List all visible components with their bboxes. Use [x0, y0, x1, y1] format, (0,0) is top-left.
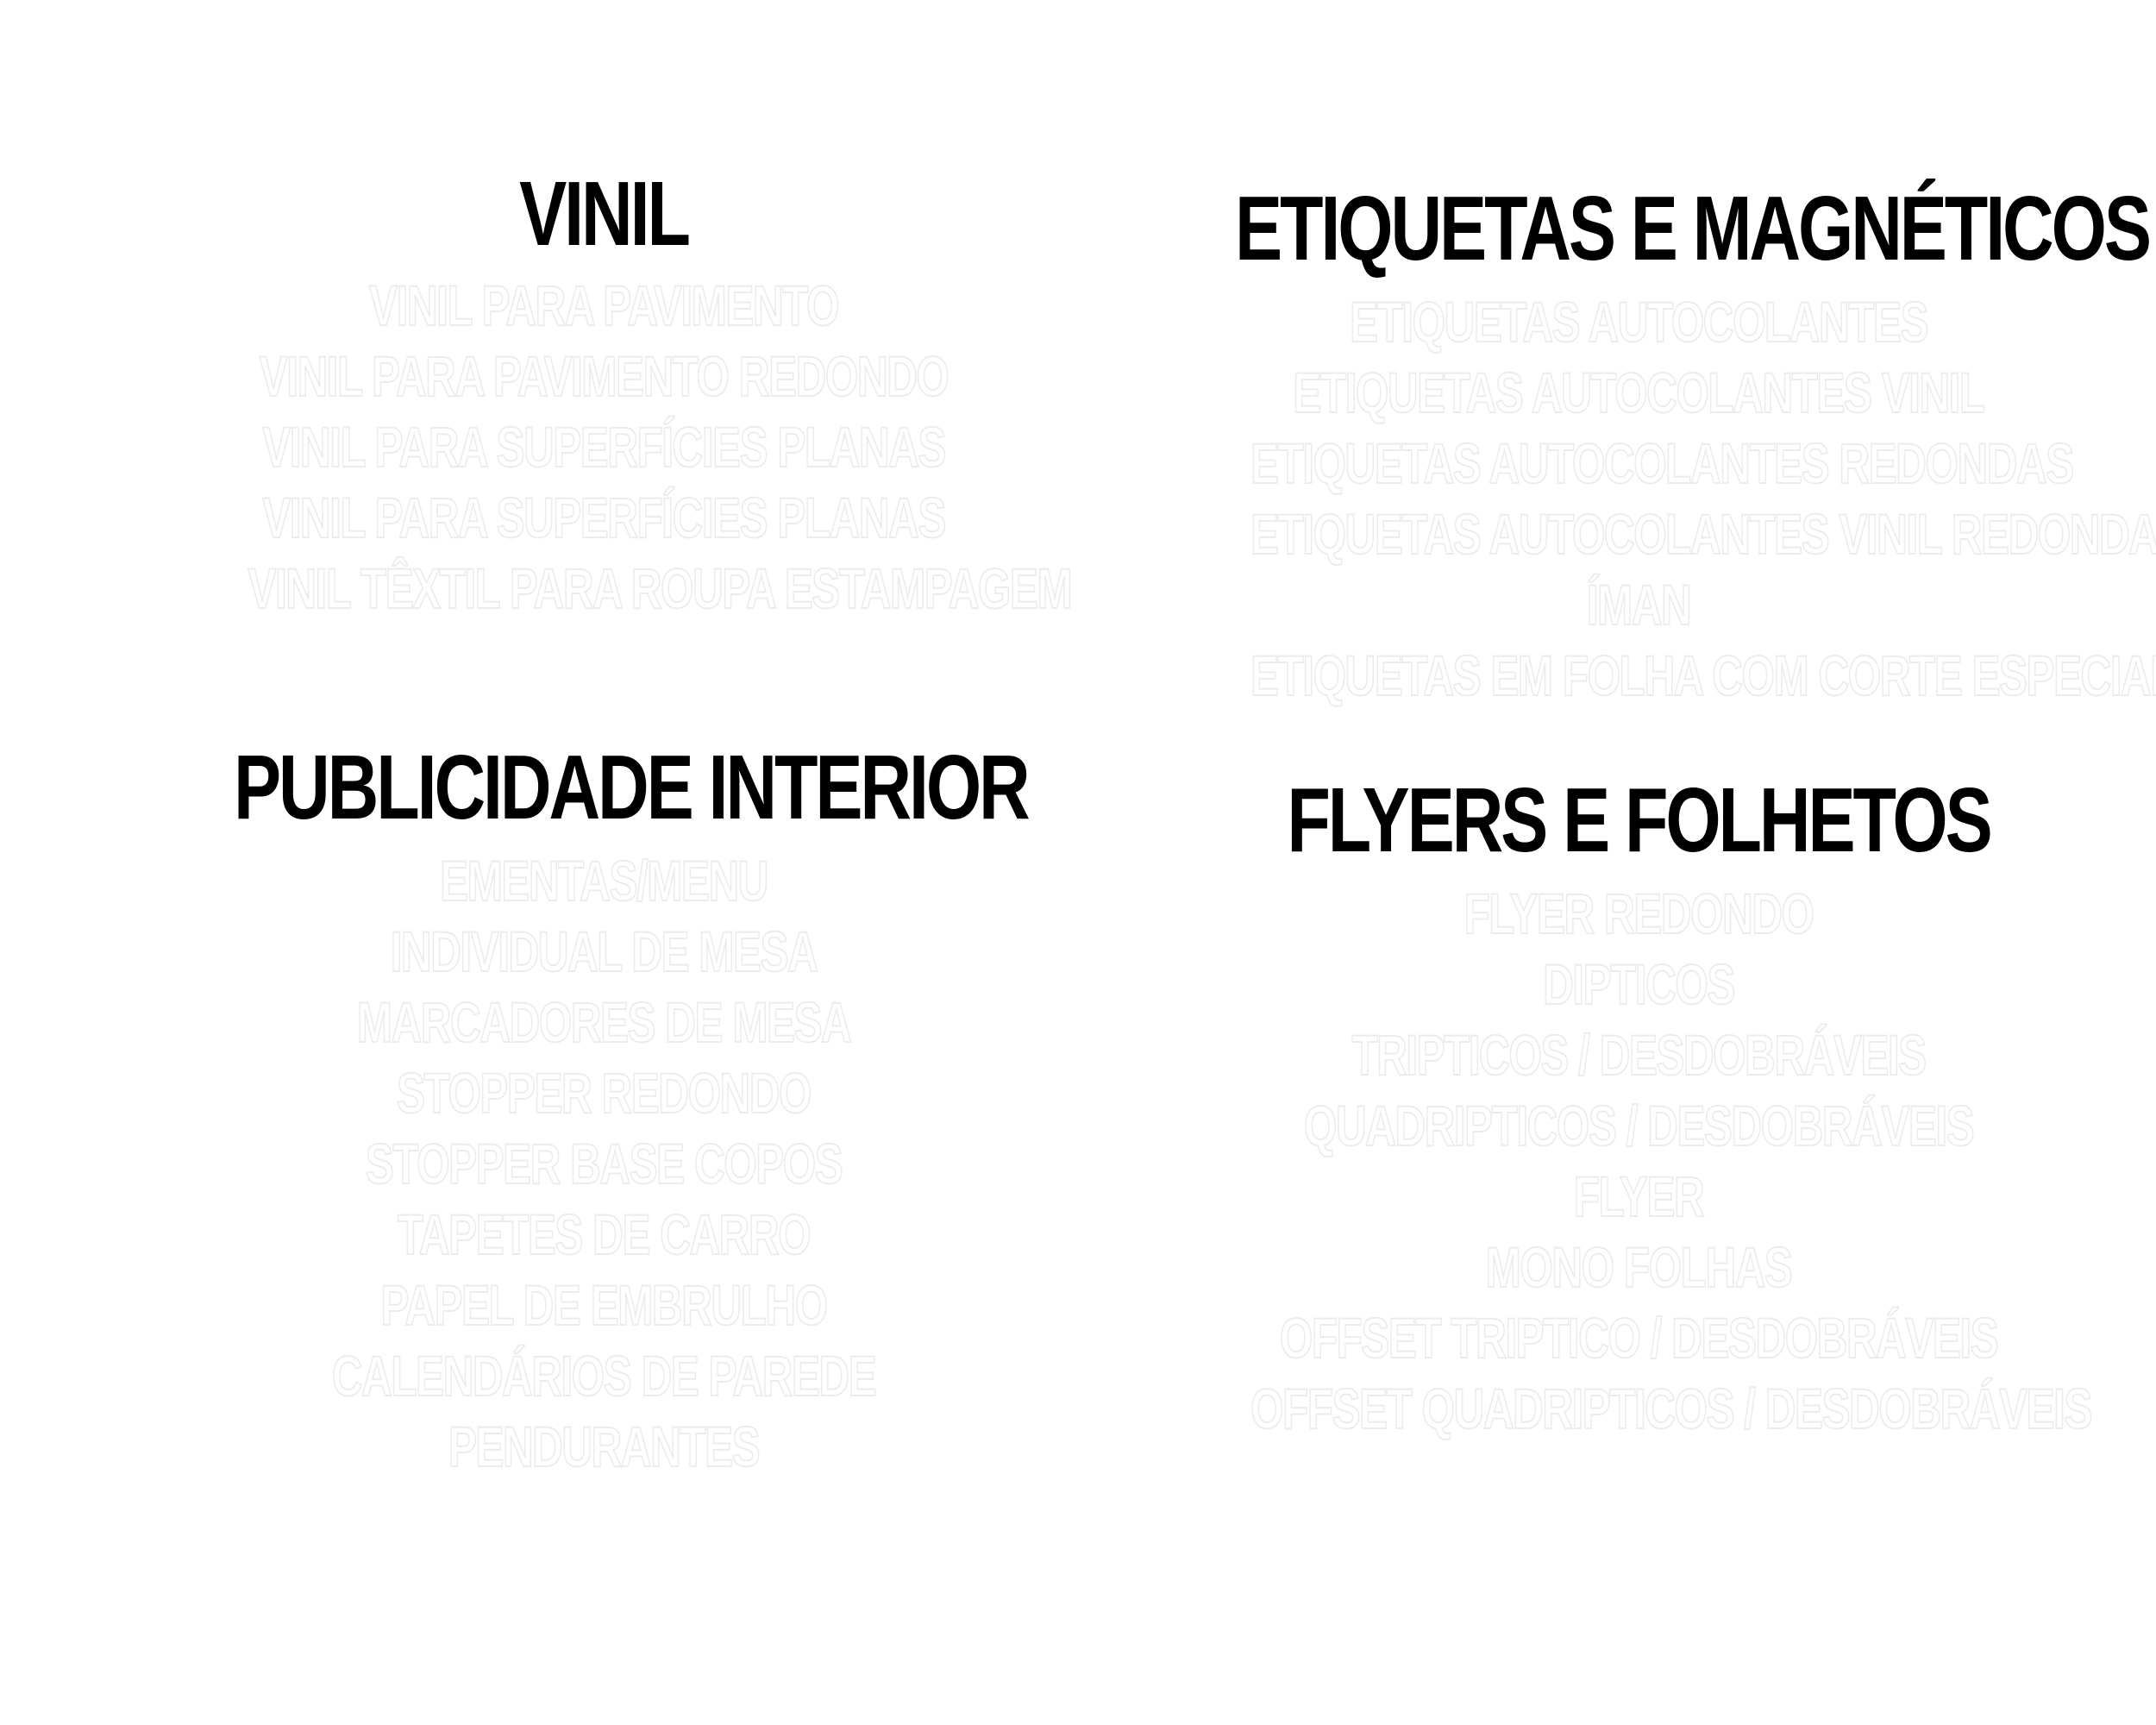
menu-item-tripticos[interactable]: TRIPTICOS / DESDOBRÁVEIS — [1351, 1022, 1927, 1088]
menu-item-marcadores-mesa[interactable]: MARCADORES DE MESA — [356, 989, 853, 1055]
menu-item-vinil-superficies-planas-2[interactable]: VINIL PARA SUPERFÍCIES PLANAS — [261, 485, 947, 550]
menu-list-flyers: FLYER REDONDO DIPTICOS TRIPTICOS / DESDO… — [1121, 878, 2156, 1444]
menu-item-offset-triptico[interactable]: OFFSET TRIPTICO / DESDOBRÁVEIS — [1279, 1305, 1999, 1371]
menu-item-vinil-pavimento[interactable]: VINIL PARA PAVIMENTO — [368, 273, 840, 338]
section-title-etiquetas: ETIQUETAS E MAGNÉTICOS — [1235, 178, 2152, 279]
section-vinil: VINIL VINIL PARA PAVIMENTO VINIL PARA PA… — [129, 168, 1078, 624]
menu-item-flyer[interactable]: FLYER — [1573, 1164, 1705, 1229]
menu-item-stopper-redondo[interactable]: STOPPER REDONDO — [396, 1060, 812, 1126]
menu-item-ementas[interactable]: EMENTAS/MENU — [439, 848, 769, 913]
menu-item-individual-mesa[interactable]: INDIVIDUAL DE MESA — [390, 919, 819, 984]
menu-item-etiquetas-folha-corte-especial[interactable]: ETIQUETAS EM FOLHA COM CORTE ESPECIAL — [1250, 643, 2156, 708]
section-title-vinil: VINIL — [519, 163, 691, 265]
menu-item-flyer-redondo[interactable]: FLYER REDONDO — [1463, 881, 1815, 946]
menu-list-vinil: VINIL PARA PAVIMENTO VINIL PARA PAVIMENT… — [129, 270, 1078, 624]
menu-item-etiquetas-autocolantes-vinil[interactable]: ETIQUETAS AUTOCOLANTES VINIL — [1293, 360, 1986, 425]
menu-item-etiquetas-autocolantes-redondas[interactable]: ETIQUETAS AUTOCOLANTES REDONDAS — [1250, 430, 2075, 496]
section-etiquetas: ETIQUETAS E MAGNÉTICOS ETIQUETAS AUTOCOL… — [1121, 183, 2156, 711]
menu-item-pendurantes[interactable]: PENDURANTES — [448, 1414, 761, 1479]
menu-item-tapetes-carro[interactable]: TAPETES DE CARRO — [397, 1201, 812, 1267]
menu-item-dipticos[interactable]: DIPTICOS — [1542, 951, 1736, 1017]
menu-item-quadripticos[interactable]: QUADRIPTICOS / DESDOBRÁVEIS — [1303, 1093, 1975, 1158]
menu-item-iman[interactable]: ÍMAN — [1586, 572, 1692, 637]
menu-list-publicidade: EMENTAS/MENU INDIVIDUAL DE MESA MARCADOR… — [129, 845, 1078, 1482]
menu-item-offset-quadripticos[interactable]: OFFSET QUADRIPTICOS / DESDOBRÁVEIS — [1250, 1376, 2093, 1441]
menu-item-vinil-pavimento-redondo[interactable]: VINIL PARA PAVIMENTO REDONDO — [259, 343, 950, 409]
menu-item-calendarios-parede[interactable]: CALENDÁRIOS DE PAREDE — [331, 1343, 877, 1408]
menu-list-etiquetas: ETIQUETAS AUTOCOLANTES ETIQUETAS AUTOCOL… — [1121, 286, 2156, 711]
menu-item-etiquetas-autocolantes[interactable]: ETIQUETAS AUTOCOLANTES — [1349, 289, 1929, 354]
menu-item-papel-embrulho[interactable]: PAPEL DE EMBRULHO — [380, 1272, 829, 1338]
menu-item-stopper-base-copos[interactable]: STOPPER BASE COPOS — [365, 1131, 843, 1196]
section-flyers: FLYERS E FOLHETOS FLYER REDONDO DIPTICOS… — [1121, 775, 2156, 1444]
section-title-flyers: FLYERS E FOLHETOS — [1287, 769, 1992, 871]
section-publicidade: PUBLICIDADE INTERIOR EMENTAS/MENU INDIVI… — [129, 742, 1078, 1482]
menu-item-vinil-textil[interactable]: VINIL TÊXTIL PARA ROUPA ESTAMPAGEM — [248, 555, 1074, 621]
menu-item-vinil-superficies-planas[interactable]: VINIL PARA SUPERFÍCIES PLANAS — [261, 414, 947, 480]
menu-item-etiquetas-vinil-redondas[interactable]: ETIQUETAS AUTOCOLANTES VINIL REDONDAS — [1250, 501, 2156, 567]
section-title-publicidade: PUBLICIDADE INTERIOR — [234, 737, 1031, 838]
menu-item-mono-folhas[interactable]: MONO FOLHAS — [1485, 1234, 1794, 1300]
